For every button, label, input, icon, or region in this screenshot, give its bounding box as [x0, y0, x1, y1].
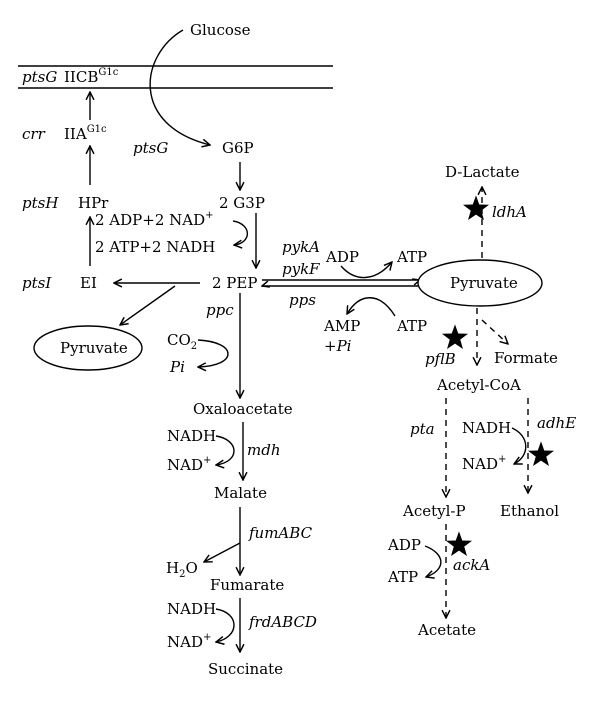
arrow-pep-to-pyruvate-left [120, 285, 176, 325]
adp-2-label: ADP [387, 536, 421, 554]
ldhA-gene-label: ldhA [492, 203, 527, 221]
acetyl-coa-label: Acetyl-CoA [436, 376, 521, 394]
adhE-knockout-star-icon [527, 441, 555, 467]
h2o-label: H2O [166, 559, 198, 580]
ackA-knockout-star-icon [445, 531, 473, 557]
nadh-2-label: NADH [167, 600, 216, 618]
arrow-atp-to-amp [347, 297, 396, 317]
ptsG-gene-label: ptsG [22, 68, 57, 86]
cell-membrane [18, 65, 333, 89]
arrow-pyruvate-to-formate [481, 319, 508, 344]
oxaloacetate-label: Oxaloacetate [193, 400, 293, 418]
arrow-water-release [204, 542, 241, 562]
nad-2-label: NAD+ [167, 632, 211, 651]
formate-label: Formate [494, 349, 558, 367]
acetyl-p-label: Acetyl-P [402, 502, 466, 520]
d-lactate-label: D-Lactate [445, 163, 520, 181]
ptsI-gene-label: ptsI [22, 274, 52, 292]
acetate-label: Acetate [417, 621, 476, 639]
nadh-3-label: NADH [462, 419, 511, 437]
crr-gene-label: crr [22, 125, 46, 143]
ethanol-label: Ethanol [500, 502, 559, 520]
hpr-label: HPr [78, 194, 109, 212]
succinate-label: Succinate [208, 660, 283, 678]
frdABCD-gene-label: frdABCD [248, 613, 317, 631]
ei-label: EI [80, 274, 97, 292]
ptsG-gene-label-2: ptsG [133, 139, 168, 157]
pep-label: 2 PEP [212, 274, 257, 292]
fumarate-label: Fumarate [210, 576, 284, 594]
plus-pi-label: +Pi [324, 337, 352, 355]
glucose-label: Glucose [190, 21, 251, 39]
iicb-protein-label: IICBG1c [64, 67, 119, 86]
pflB-gene-label: pflB [425, 350, 456, 368]
arrow-glucose-to-g6p [149, 29, 210, 145]
cofactor-out-label: 2 ATP+2 NADH [95, 238, 215, 256]
atp-bottom-label: ATP [396, 317, 427, 335]
co2-label: CO2 [167, 331, 197, 352]
g6p-label: G6P [222, 139, 254, 157]
arrow-adp-to-atp [340, 262, 392, 279]
mdh-gene-label: mdh [247, 441, 281, 459]
iia-protein-label: IIAG1c [64, 124, 107, 143]
arrow-co2-pi [198, 339, 229, 367]
pps-gene-label: pps [289, 291, 316, 309]
pykF-gene-label: pykF [282, 260, 320, 278]
nad-3-label: NAD+ [462, 454, 506, 473]
ackA-gene-label: ackA [453, 556, 490, 574]
pi-label: Pi [169, 358, 185, 376]
ldhA-knockout-star-icon [462, 195, 490, 221]
adhE-gene-label: adhE [537, 414, 576, 432]
pyruvate-left-ellipse [33, 325, 143, 371]
ptsH-gene-label: ptsH [22, 194, 59, 212]
pyruvate-right-ellipse [417, 259, 543, 307]
pyruvate-right-label: Pyruvate [450, 274, 518, 292]
fumABC-gene-label: fumABC [248, 524, 313, 542]
g3p-label: 2 G3P [219, 194, 265, 212]
amp-label: AMP [323, 317, 360, 335]
malate-label: Malate [214, 484, 267, 502]
pflB-knockout-star-icon [441, 324, 469, 350]
arrow-nadh-2 [216, 608, 235, 642]
adp-label: ADP [325, 248, 359, 266]
atp-2-label: ATP [387, 568, 418, 586]
nad-1-label: NAD+ [167, 455, 211, 474]
cofactor-in-label: 2 ADP+2 NAD+ [95, 210, 214, 229]
ppc-gene-label: ppc [206, 301, 234, 319]
pta-gene-label: pta [410, 420, 435, 438]
arrow-adp-to-atp-2 [425, 545, 442, 577]
arrow-cofactor-exchange [233, 220, 249, 245]
nadh-1-label: NADH [167, 427, 216, 445]
pyruvate-left-label: Pyruvate [60, 339, 128, 357]
arrow-nadh-1 [216, 435, 235, 465]
pykA-gene-label: pykA [282, 238, 320, 256]
arrow-nadh-3 [511, 427, 527, 464]
atp-top-label: ATP [396, 248, 427, 266]
